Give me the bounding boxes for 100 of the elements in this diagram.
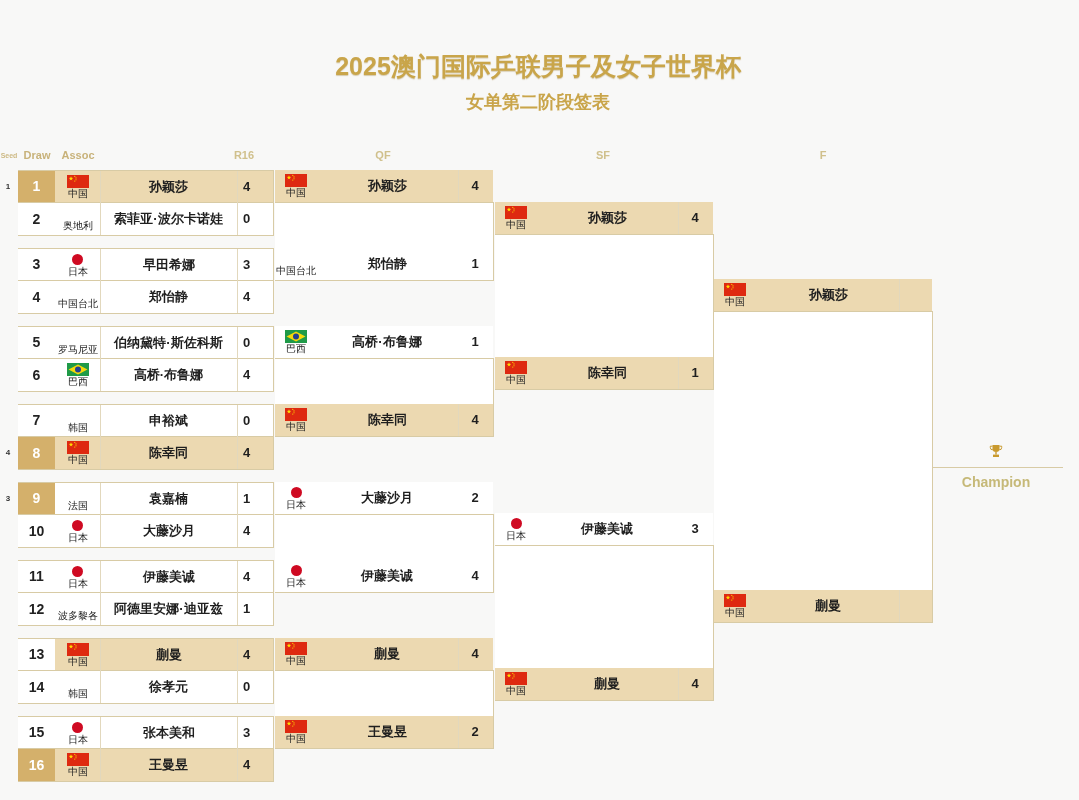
- player-row: [18, 249, 273, 281]
- score: 3: [691, 521, 699, 537]
- country-name: 中国: [286, 421, 306, 433]
- player-name: 高桥·布鲁娜: [133, 367, 204, 383]
- country-name: 日本: [67, 734, 88, 746]
- country-name: 中国: [725, 607, 745, 619]
- country-name: 奥地利: [62, 220, 93, 232]
- column-header: SF: [595, 149, 611, 162]
- country-name: 日本: [67, 532, 88, 544]
- player-row: [18, 327, 273, 359]
- player-name: 陈幸同: [587, 365, 627, 381]
- score: 4: [242, 179, 251, 195]
- country-name: 中国: [506, 685, 526, 697]
- player-entry: [495, 668, 713, 700]
- draw-number: 10: [27, 522, 46, 541]
- country-name: 日本: [286, 499, 306, 511]
- player-name: 早田希娜: [142, 257, 195, 273]
- score: 4: [242, 289, 251, 305]
- player-name: 郑怡静: [149, 289, 188, 305]
- score: 4: [471, 412, 479, 428]
- match-box: [18, 560, 274, 626]
- player-entry: [714, 279, 932, 311]
- player-name: 伊藤美诚: [361, 568, 413, 584]
- player-entry: [275, 638, 493, 670]
- player-name: 蒯曼: [374, 646, 400, 662]
- match-box: [18, 638, 274, 704]
- player-name: 索菲亚·波尔卡诺娃: [114, 211, 223, 227]
- country-name: 日本: [67, 578, 88, 590]
- champion-label: Champion: [961, 474, 1031, 491]
- score: 3: [242, 725, 251, 741]
- player-name: 孙颖莎: [587, 210, 627, 226]
- player-row: [18, 483, 273, 515]
- score: 0: [242, 211, 251, 227]
- player-name: 郑怡静: [367, 256, 407, 272]
- player-entry: [495, 202, 713, 234]
- column-header: Draw: [23, 149, 51, 162]
- player-name: 伊藤美诚: [142, 569, 195, 585]
- score: 1: [471, 334, 479, 350]
- player-entry: [275, 404, 493, 436]
- country-name: 法国: [67, 500, 88, 512]
- draw-number: 12: [27, 600, 46, 619]
- country-name: 中国: [286, 187, 306, 199]
- player-name: 高桥·布鲁娜: [352, 334, 422, 350]
- title: 2025澳门国际乒联男子及女子世界杯: [335, 51, 741, 81]
- score: 4: [471, 646, 479, 662]
- player-name: 徐孝元: [149, 679, 188, 695]
- player-row: [18, 171, 273, 203]
- country-name: 巴西: [67, 376, 88, 388]
- draw-number: 7: [31, 411, 42, 430]
- player-row: [18, 717, 273, 749]
- country-name: 日本: [67, 266, 88, 278]
- player-name: 蒯曼: [594, 676, 620, 692]
- column-header: F: [819, 149, 827, 162]
- player-name: 申裕斌: [149, 413, 188, 429]
- draw-number: 15: [27, 723, 46, 742]
- column-header: R16: [233, 149, 255, 162]
- match-box: [18, 404, 274, 470]
- country-name: 韩国: [67, 422, 88, 434]
- country-name: 中国: [725, 296, 745, 308]
- bracket-box: [275, 482, 494, 593]
- draw-number: 16: [18, 749, 55, 781]
- country-name: 中国: [286, 733, 306, 745]
- score: 4: [691, 676, 699, 692]
- draw-number: 11: [28, 567, 45, 586]
- score: 1: [471, 256, 479, 272]
- player-entry: [495, 513, 713, 545]
- player-name: 王曼昱: [367, 724, 407, 740]
- draw-number: 4: [31, 288, 42, 307]
- player-row: [18, 437, 273, 469]
- country-name: 巴西: [286, 343, 306, 355]
- score: 2: [471, 724, 479, 740]
- country-name: 罗马尼亚: [57, 344, 98, 356]
- player-name: 张本美和: [142, 725, 195, 741]
- player-entry: [275, 326, 493, 358]
- draw-number: 6: [31, 366, 42, 385]
- player-name: 大藤沙月: [142, 523, 195, 539]
- draw-number: 8: [18, 437, 55, 469]
- match-box: [18, 326, 274, 392]
- match-box: [18, 248, 274, 314]
- bracket-box: [275, 170, 494, 281]
- score: 0: [242, 413, 251, 429]
- country-name: 韩国: [67, 688, 88, 700]
- country-name: 中国: [67, 656, 88, 668]
- country-name: 中国: [67, 766, 88, 778]
- score: 4: [242, 569, 251, 585]
- player-name: 孙颖莎: [367, 178, 407, 194]
- score: 4: [242, 647, 251, 663]
- player-name: 孙颖莎: [149, 179, 188, 195]
- country-name: 日本: [506, 530, 526, 542]
- player-name: 袁嘉楠: [149, 491, 188, 507]
- player-name: 陈幸同: [149, 445, 188, 461]
- score: 2: [471, 490, 479, 506]
- country-name: 中国台北: [276, 265, 316, 277]
- player-entry: [275, 716, 493, 748]
- draw-number: 13: [18, 639, 55, 670]
- player-name: 陈幸同: [367, 412, 407, 428]
- player-row: [18, 639, 273, 671]
- player-row: [18, 405, 273, 437]
- player-name: 孙颖莎: [808, 287, 848, 303]
- score: 1: [691, 365, 699, 381]
